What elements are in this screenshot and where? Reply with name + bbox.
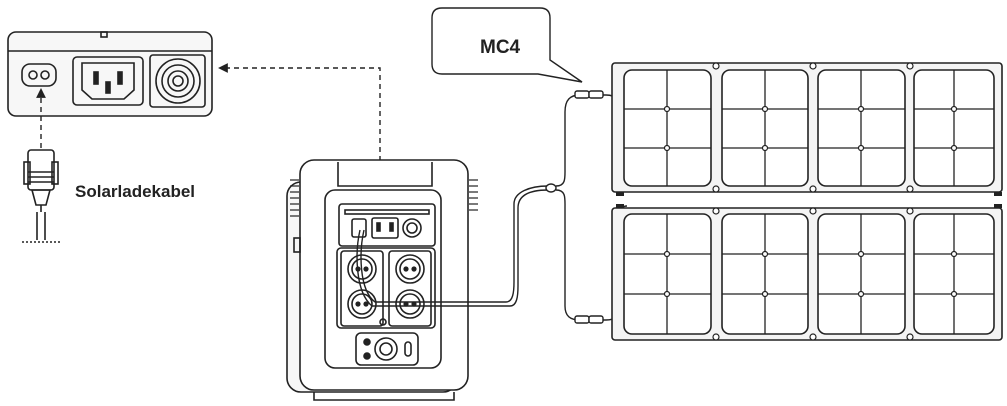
power-station	[286, 159, 478, 401]
panel-hinge	[616, 192, 1002, 208]
solar-input-port	[21, 63, 57, 87]
callout-bubble	[431, 7, 583, 83]
iec-c14-inlet-icon	[72, 56, 144, 106]
fan-vent-icon	[149, 54, 206, 108]
solar-panel-top	[611, 62, 1003, 193]
solar-cable-label: Solarladekabel	[75, 182, 196, 201]
dc-8mm-plug-icon	[22, 149, 62, 243]
mc4-callout-label: MC4	[480, 37, 521, 58]
device-to-detail-arrow	[218, 63, 381, 224]
input-panel-detail	[7, 31, 213, 117]
solar-panel-bottom	[611, 207, 1003, 341]
